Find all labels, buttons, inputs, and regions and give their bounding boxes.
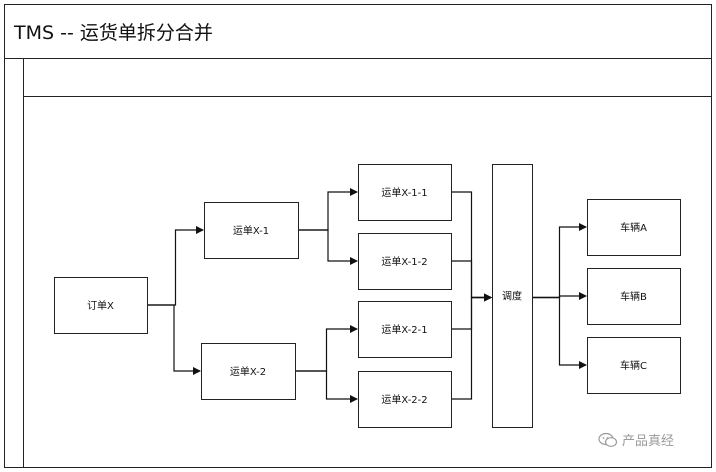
edge-waybill-x1-2-to-dispatch — [451, 260, 492, 302]
node-vehicle-c: 车辆C — [587, 337, 681, 394]
node-box — [587, 268, 681, 325]
node-label: 订单X — [87, 300, 114, 312]
node-box — [358, 164, 452, 221]
edge-order-x-to-waybill-x2 — [147, 304, 201, 375]
edge-waybill-x2-to-waybill-x2-1 — [295, 325, 358, 372]
watermark-text: 产品真经 — [622, 434, 675, 449]
node-label: 运单X-2 — [230, 366, 266, 378]
node-waybill-x2-1: 运单X-2-1 — [358, 301, 452, 358]
node-label: 车辆C — [620, 359, 647, 372]
node-box — [587, 337, 681, 394]
node-box — [492, 164, 533, 428]
node-label: 运单X-2-1 — [381, 324, 427, 336]
node-label: 运单X-1 — [233, 225, 269, 237]
node-label: 车辆A — [620, 221, 647, 234]
node-waybill-x1-2: 运单X-1-2 — [358, 233, 452, 290]
edge-waybill-x2-to-waybill-x2-2 — [295, 370, 358, 403]
edge-waybill-x1-to-waybill-x1-1 — [298, 188, 358, 231]
node-label: 运单X-1-1 — [381, 187, 427, 199]
outer-frame — [4, 4, 712, 468]
edge-dispatch-to-vehicle-c — [532, 296, 587, 369]
node-box — [204, 202, 299, 259]
edge-order-x-to-waybill-x1 — [147, 226, 204, 306]
node-box — [201, 343, 296, 400]
node-box — [358, 233, 452, 290]
node-dispatch: 调度 — [492, 164, 533, 428]
node-box — [54, 277, 148, 334]
node-waybill-x2: 运单X-2 — [201, 343, 296, 400]
node-label: 调度 — [502, 290, 522, 303]
watermark: 产品真经 — [598, 430, 674, 449]
node-box — [358, 371, 452, 428]
edge-waybill-x1-to-waybill-x1-2 — [298, 229, 358, 265]
node-box — [587, 199, 681, 256]
node-box — [358, 301, 452, 358]
edge-waybill-x2-2-to-dispatch — [451, 293, 492, 400]
node-waybill-x2-2: 运单X-2-2 — [358, 371, 452, 428]
node-label: 车辆B — [620, 290, 647, 303]
node-label: 运单X-1-2 — [381, 256, 427, 268]
node-label: 运单X-2-2 — [381, 394, 427, 406]
node-waybill-x1-1: 运单X-1-1 — [358, 164, 452, 221]
wechat-icon — [598, 432, 618, 447]
node-waybill-x1: 运单X-1 — [204, 202, 299, 259]
edges-layer — [147, 188, 587, 403]
edge-dispatch-to-vehicle-a — [532, 223, 587, 299]
node-vehicle-a: 车辆A — [587, 199, 681, 256]
nodes-layer: 订单X 运单X-1 运单X-2 运单X-1-1 运单X-1-2 运单X-2-1 运单X-2-… — [54, 164, 681, 428]
page-title: TMS -- 运货单拆分合并 — [14, 22, 213, 44]
node-order-x: 订单X — [54, 277, 148, 334]
node-vehicle-b: 车辆B — [587, 268, 681, 325]
